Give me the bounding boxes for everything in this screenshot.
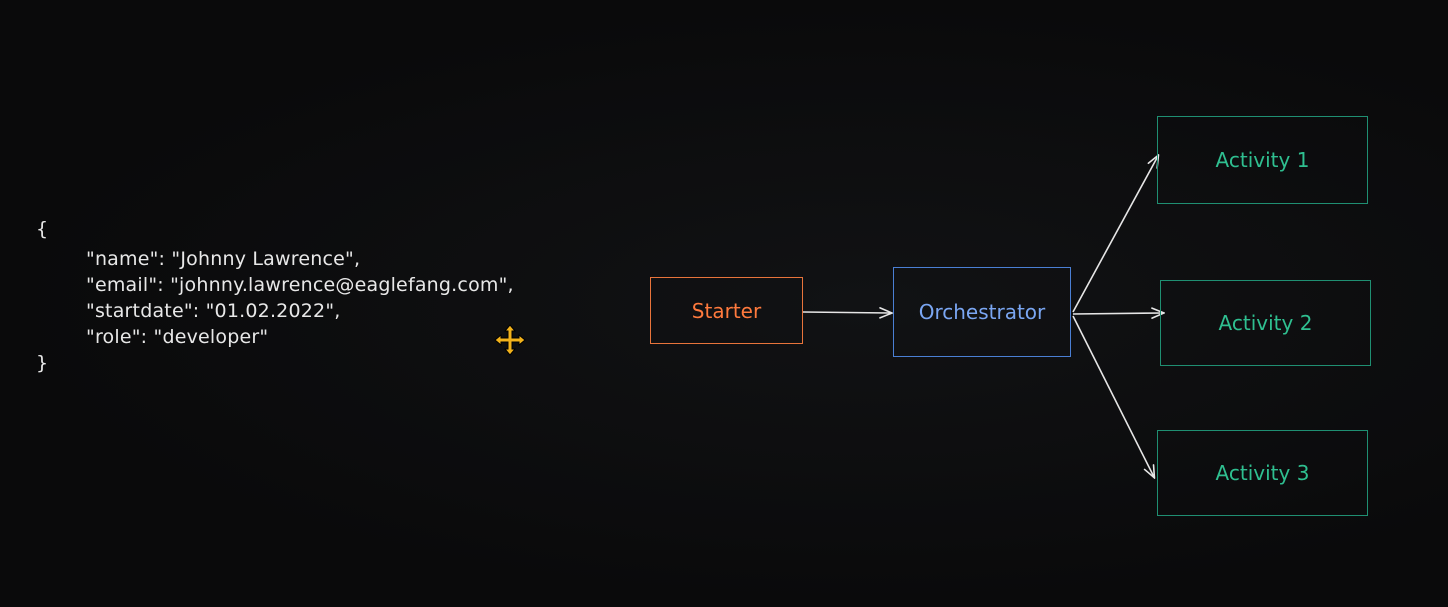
edge-orchestrator-activity-2	[1072, 313, 1163, 314]
node-activity-3[interactable]: Activity 3	[1157, 430, 1368, 516]
json-line-name: "name": "Johnny Lawrence",	[86, 248, 361, 270]
node-activity-2[interactable]: Activity 2	[1160, 280, 1371, 366]
node-activity-1[interactable]: Activity 1	[1157, 116, 1368, 204]
node-orchestrator[interactable]: Orchestrator	[893, 267, 1071, 357]
edge-orchestrator-activity-1	[1072, 156, 1158, 313]
edge-orchestrator-activity-3	[1072, 315, 1154, 477]
node-orchestrator-label: Orchestrator	[918, 300, 1046, 324]
node-starter[interactable]: Starter	[650, 277, 803, 344]
node-starter-label: Starter	[691, 298, 762, 323]
json-snippet[interactable]: { "name": "Johnny Lawrence", "email": "j…	[36, 214, 514, 378]
node-activity-3-label: Activity 3	[1215, 461, 1310, 485]
json-line-email: "email": "johnny.lawrence@eaglefang.com"…	[86, 274, 514, 296]
move-cursor-icon	[494, 324, 526, 356]
json-line-role: "role": "developer"	[86, 326, 269, 348]
node-activity-1-label: Activity 1	[1215, 148, 1310, 172]
json-close-brace: }	[36, 352, 49, 374]
json-line-startdate: "startdate": "01.02.2022",	[86, 300, 341, 322]
edge-starter-orchestrator	[802, 312, 891, 313]
json-open-brace: {	[36, 218, 49, 240]
node-activity-2-label: Activity 2	[1218, 311, 1313, 335]
